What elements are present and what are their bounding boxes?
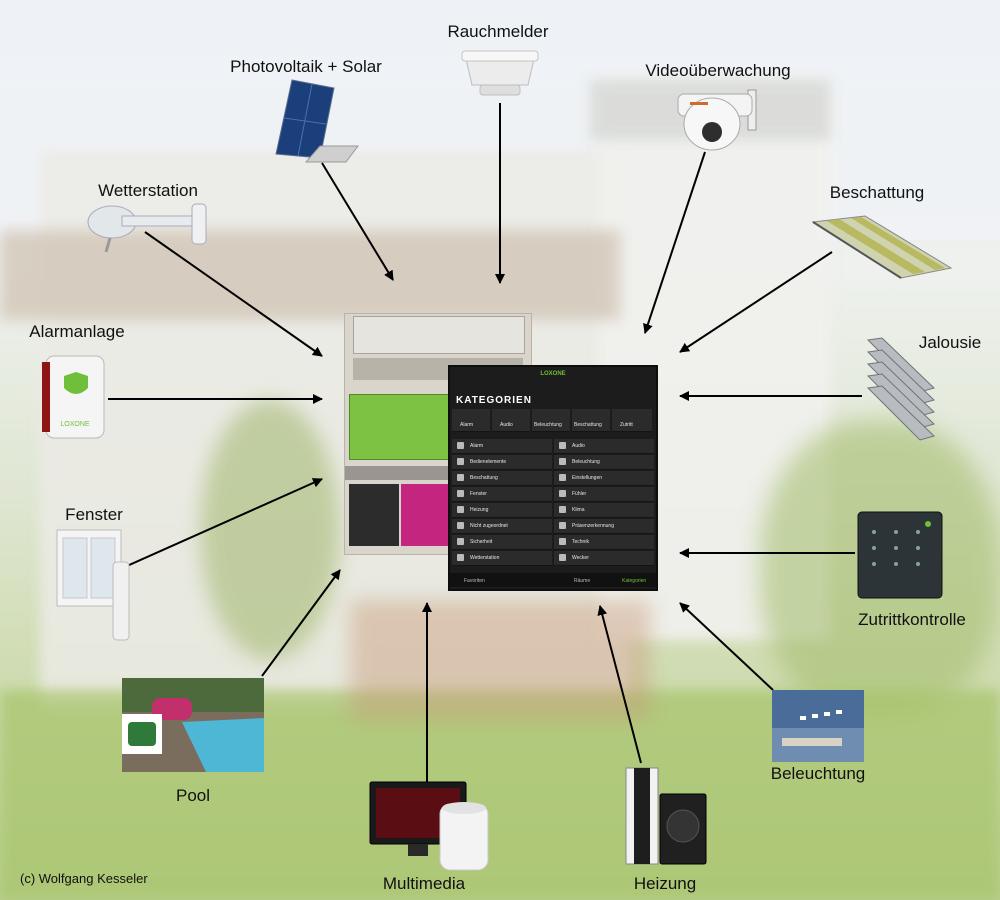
arrow-pool [261,569,341,677]
list-item: Präsenzerkennung [572,523,614,529]
awning-icon [811,215,953,279]
tablet-tab-bar: Favoriten Räume Kategorien [450,573,656,587]
list-item: Sicherheit [470,539,493,545]
cabinet-magenta-module [401,484,449,546]
security-camera-icon [677,89,757,151]
label-videoueberwachung: Videoüberwachung [645,61,791,80]
label-multimedia: Multimedia [382,874,466,893]
tab-favoriten: Favoriten [464,578,485,584]
list-item: Beschattung [470,475,498,481]
list-item: Alarm [470,443,484,449]
cabinet-black-module [349,484,399,546]
list-item: Fenster [470,491,487,497]
list-item: Technik [572,539,589,545]
list-item: Klima [572,507,585,513]
label-zutrittkontrolle: Zutrittkontrolle [858,610,966,629]
tile-label: Beschattung [574,422,602,428]
loxone-app-tablet: LOXONE KATEGORIEN Alarm Audio Beleuchtun… [448,365,658,591]
pool-photo-icon [122,678,264,772]
background-pots [350,600,650,720]
lighting-photo-icon [772,690,864,762]
copyright-text: (c) Wolfgang Kesseler [20,871,148,886]
list-item: Beleuchtung [572,459,600,465]
tile-label: Zutritt [620,422,633,428]
tab-kategorien: Kategorien [622,578,647,584]
label-photovoltaik: Photovoltaik + Solar [230,57,382,76]
tablet-heading: KATEGORIEN [456,395,532,406]
list-item: Nicht zugeordnet [470,523,508,529]
label-pool: Pool [175,786,211,805]
weather-station-icon [87,203,207,253]
label-alarmanlage: Alarmanlage [29,322,125,341]
tablet-top-tiles: Alarm Audio Beleuchtung Beschattung Zutr… [450,409,656,432]
tile-label: Audio [500,422,513,428]
label-beleuchtung: Beleuchtung [770,764,866,783]
label-beschattung: Beschattung [829,183,925,202]
cabinet-green-module [349,394,451,460]
list-item: Wetterstation [470,555,500,561]
alarm-siren-icon: LOXONE [42,355,105,439]
arrow-videoueberwachung [643,151,706,334]
label-rauchmelder: Rauchmelder [447,22,549,41]
arrow-beleuchtung [679,602,774,691]
window-icon [56,529,130,641]
background-tree-left [200,400,340,660]
smoke-detector-icon [461,50,539,96]
access-keypad-icon [857,511,943,599]
label-fenster: Fenster [65,505,123,524]
arrow-fenster [126,478,323,567]
arrow-heizung [597,605,642,764]
heat-pump-icon [625,767,707,865]
list-item: Einstellungen [572,475,603,481]
list-item: Wecker [572,555,589,561]
background-balcony [0,230,620,320]
tv-speaker-icon [369,781,489,871]
venetian-blind-icon [866,337,935,441]
arrow-wetterstation [144,231,323,357]
arrow-photovoltaik [321,162,394,281]
list-item: Audio [572,443,585,449]
tab-raeume: Räume [574,578,591,584]
label-wetterstation: Wetterstation [98,181,198,200]
list-item: Bedienelemente [470,459,507,465]
tablet-brand: LOXONE [540,371,566,377]
list-item: Heizung [470,507,489,513]
list-item: Fühler [572,491,587,497]
label-heizung: Heizung [633,874,697,893]
solar-panel-icon [275,79,359,163]
alarm-brand-text: LOXONE [60,421,90,428]
label-jalousie: Jalousie [918,333,982,352]
arrow-beschattung [679,251,833,353]
tile-label: Beleuchtung [534,422,562,428]
cabinet-top-rail [353,316,525,354]
tile-label: Alarm [460,422,474,428]
